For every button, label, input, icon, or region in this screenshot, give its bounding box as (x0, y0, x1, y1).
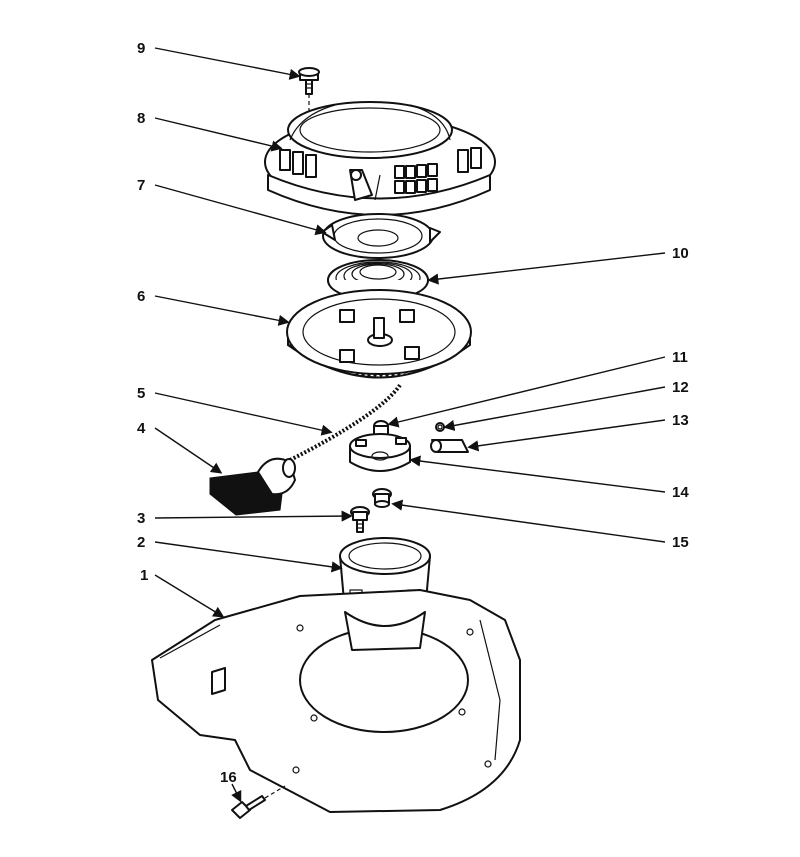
leader-13 (467, 419, 666, 452)
leader-11 (387, 356, 666, 428)
callout-11: 11 (672, 349, 688, 366)
callout-9: 9 (137, 40, 145, 57)
part-13-pawl (430, 439, 469, 453)
leader-5 (154, 392, 333, 436)
callout-14: 14 (672, 484, 689, 501)
callout-6: 6 (137, 288, 145, 305)
part-8-starter-cover (264, 101, 496, 216)
callout-13: 13 (672, 412, 689, 429)
callout-15: 15 (672, 534, 689, 551)
leader-2 (154, 541, 343, 573)
callout-5: 5 (137, 385, 145, 402)
part-3-screw (350, 506, 370, 533)
part-6-rope-pulley (286, 289, 472, 379)
callout-16: 16 (220, 769, 237, 786)
leader-4 (154, 427, 223, 474)
leader-7 (154, 184, 327, 236)
callout-8: 8 (137, 110, 145, 127)
leader-9 (154, 47, 301, 80)
cover-vent-slots (279, 147, 482, 194)
part-12-small-spring (435, 422, 445, 432)
leader-8 (154, 117, 283, 152)
leader-16 (231, 783, 242, 803)
leader-15 (391, 499, 666, 543)
leader-lines (154, 47, 666, 803)
callout-3: 3 (137, 510, 145, 527)
leader-6 (154, 295, 290, 326)
part-4-rope-handle (209, 457, 296, 516)
part-7-spring-plate (321, 213, 441, 259)
callout-12: 12 (672, 379, 689, 396)
callout-2: 2 (137, 534, 145, 551)
callout-4: 4 (137, 420, 146, 437)
part-5-starter-rope (289, 383, 402, 462)
part-16-screw (231, 785, 286, 819)
leader-10 (427, 252, 666, 285)
part-1-blower-housing (151, 589, 521, 813)
part-14-retainer-cup (349, 433, 411, 472)
leader-3 (154, 510, 353, 522)
leader-1 (154, 574, 225, 618)
callout-1: 1 (140, 567, 148, 584)
leader-12 (443, 386, 666, 431)
callout-10: 10 (672, 245, 689, 262)
callout-7: 7 (137, 177, 145, 194)
leader-14 (409, 455, 666, 493)
callout-labels: 9 8 7 10 6 11 12 5 13 4 14 3 15 2 1 16 (137, 40, 689, 786)
part-15-shoulder-bolt (372, 488, 392, 508)
